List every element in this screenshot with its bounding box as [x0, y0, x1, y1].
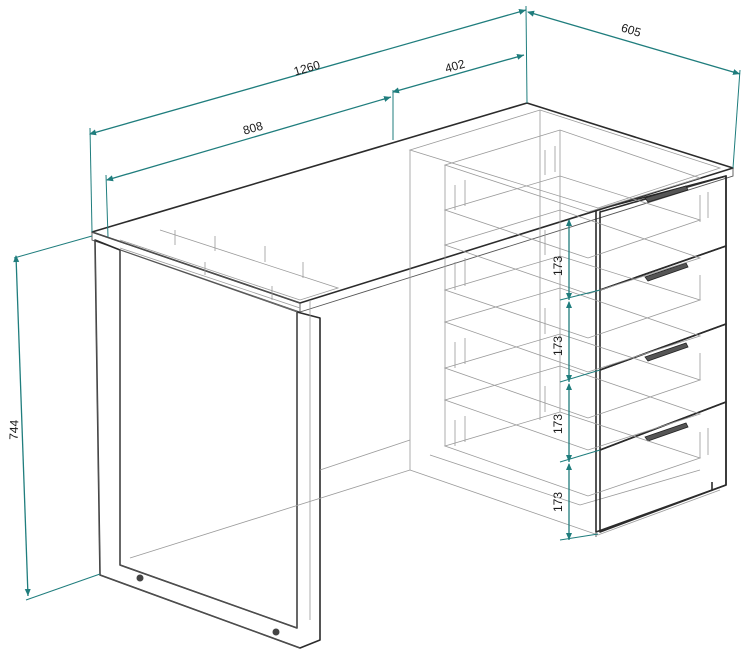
drawer-handle-4[interactable] — [644, 422, 689, 442]
dim-label-drawer-4: 173 — [551, 492, 565, 512]
hidden-drawer-boxes — [443, 129, 709, 497]
dim-label-drawer-1: 173 — [551, 256, 565, 276]
dim-label-drawer-2: 173 — [551, 336, 565, 356]
hidden-frame-lines — [129, 300, 411, 620]
drawer-pedestal — [408, 109, 727, 537]
left-frame-leg — [94, 239, 321, 649]
dimension-opening-width: 808 — [105, 96, 392, 238]
drawer-front-4[interactable] — [599, 401, 727, 533]
dim-label-height: 744 — [7, 419, 22, 440]
left-foot-back — [272, 628, 280, 636]
drawer-handle-2[interactable] — [644, 262, 689, 282]
left-foot-front — [136, 574, 144, 582]
dimension-drawer-heights: 173 173 173 173 — [551, 219, 601, 541]
dim-label-drawer-unit-width: 402 — [443, 57, 466, 76]
dim-label-total-width: 1260 — [292, 58, 322, 79]
dimension-depth: 605 — [527, 10, 741, 169]
dim-label-drawer-3: 173 — [551, 414, 565, 434]
desk-top — [91, 102, 734, 313]
dimension-height: 744 — [7, 235, 101, 601]
dimension-drawer-unit-width: 402 — [392, 54, 525, 140]
dimension-total-width: 1260 — [89, 5, 528, 233]
dim-label-opening-width: 808 — [241, 119, 264, 138]
drawer-handle-1[interactable] — [644, 185, 689, 203]
dim-label-depth: 605 — [620, 21, 644, 40]
drawer-handle-3[interactable] — [644, 342, 689, 362]
cable-tray — [119, 229, 340, 309]
